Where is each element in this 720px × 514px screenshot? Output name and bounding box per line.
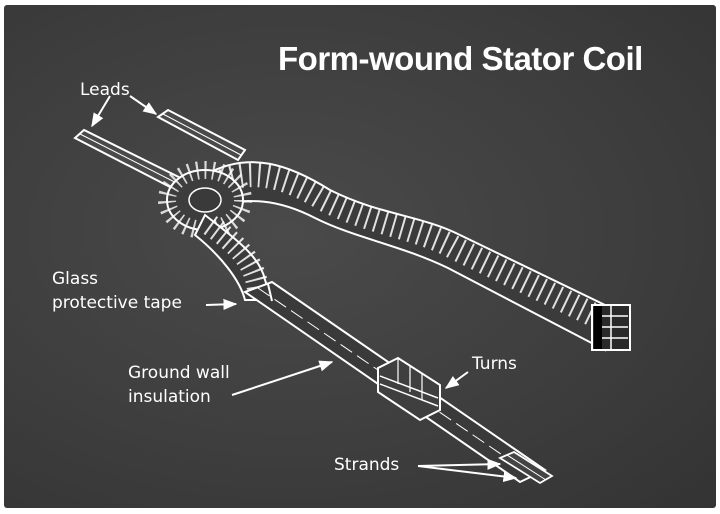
label-glass-line1: Glass: [52, 268, 98, 290]
label-ground-line2: insulation: [128, 386, 211, 408]
label-ground-line1: Ground wall: [128, 362, 230, 384]
label-leads: Leads: [80, 79, 130, 101]
slide-title: Form-wound Stator Coil: [278, 40, 698, 78]
arrow-ground-wall: [232, 362, 332, 395]
arrow-turns: [446, 372, 468, 388]
label-turns: Turns: [472, 353, 517, 375]
label-glass-line2: protective tape: [52, 292, 182, 314]
arrow-strands-1: [418, 464, 500, 466]
arrow-leads-right: [130, 96, 156, 114]
label-strands: Strands: [334, 454, 399, 476]
arrow-glass-tape: [206, 304, 236, 305]
turns-block: [378, 358, 440, 420]
upper-coil-arm: [205, 162, 630, 350]
